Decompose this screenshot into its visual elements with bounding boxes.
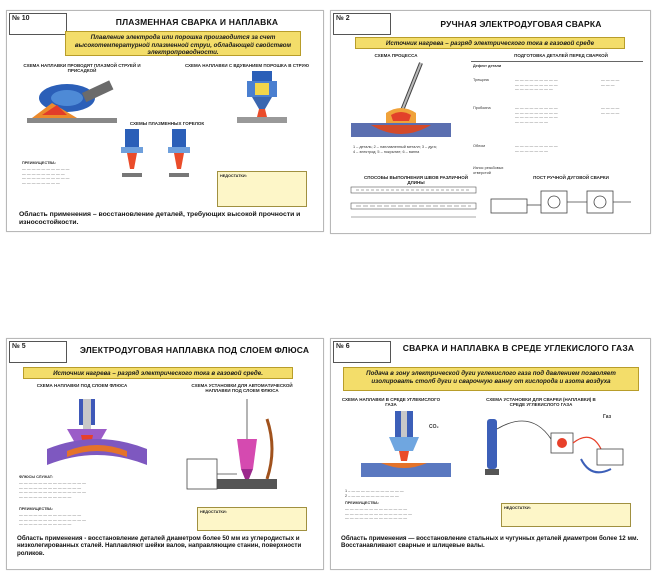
poster-footer: Область применения - восстановление дета…: [17, 535, 302, 557]
advantages-title: ПРЕИМУЩЕСТВА:: [19, 507, 53, 511]
poster-corner-label: № 6: [333, 341, 391, 363]
plasma-torch-diagram-left: [27, 80, 117, 123]
scheme-prep-caption: ПОДГОТОВКА ДЕТАЛЕЙ ПЕРЕД СВАРКОЙ: [514, 53, 608, 58]
torch-legend: 1 – — — — — — — — — — — —2 – — — — — — —…: [345, 489, 404, 498]
table-row: Пробоина: [473, 106, 491, 110]
advantages-text: — — — — — — — — — — — — —— — — — — — — —…: [345, 507, 412, 521]
table-row: Трещина: [473, 78, 489, 82]
poster-co2-welding: № 6 СВАРКА И НАПЛАВКА В СРЕДЕ УГЛЕКИСЛОГ…: [330, 338, 651, 570]
scheme-caption-left: СХЕМА НАПЛАВКИ ПРОВОДЯТ ПЛАЗМОЙ СТРУЕЙ И…: [23, 63, 141, 73]
submerged-arc-diagram: [47, 399, 147, 465]
scheme-caption-right: СХЕМА УСТАНОВКИ ДЛЯ СВАРКИ (НАПЛАВКИ) В …: [486, 397, 596, 407]
poster-title: ПЛАЗМЕННАЯ СВАРКА И НАПЛАВКА: [115, 17, 279, 27]
poster-corner-label: № 10: [9, 13, 67, 35]
scheme-caption-left: СХЕМА НАПЛАВКИ ПОД СЛОЕМ ФЛЮСА: [36, 383, 128, 388]
scheme-caption-center: СХЕМЫ ПЛАЗМЕННЫХ ГОРЕЛОК: [129, 121, 205, 126]
scheme-caption-left: СХЕМА НАПЛАВКИ В СРЕДЕ УГЛЕКИСЛОГО ГАЗА: [341, 397, 441, 407]
poster-submerged-arc-surfacing: № 5 ЭЛЕКТРОДУГОВАЯ НАПЛАВКА ПОД СЛОЕМ ФЛ…: [6, 338, 324, 570]
process-legend: 1 – деталь; 2 – наплавленный металл; 3 –…: [353, 145, 437, 154]
automatic-surfacing-installation: [186, 399, 277, 490]
flux-title: ФЛЮСЫ СЛУЖАТ:: [19, 475, 54, 479]
prep-table: Дефект детали Трещина Пробоина Облом Изн…: [471, 61, 643, 179]
scheme-seams-caption: СПОСОБЫ ВЫПОЛНЕНИЯ ШВОВ РАЗЛИЧНОЙ ДЛИНЫ: [364, 175, 468, 185]
poster-banner: Подача в зону электрической дуги углекис…: [343, 367, 639, 391]
plasma-powder-diagram-right: [237, 71, 287, 123]
poster-plasma-welding: № 10 ПЛАЗМЕННАЯ СВАРКА И НАПЛАВКА Плавле…: [6, 10, 324, 232]
poster-title: РУЧНАЯ ЭЛЕКТРОДУГОВАЯ СВАРКА: [440, 19, 602, 29]
poster-corner-label: № 2: [333, 13, 391, 35]
advantages-text: — — — — — — — — — — — — —— — — — — — — —…: [19, 513, 86, 527]
scheme-post-caption: ПОСТ РУЧНОЙ ДУГОВОЙ СВАРКИ: [533, 175, 609, 180]
poster-manual-arc-welding: № 2 РУЧНАЯ ЭЛЕКТРОДУГОВАЯ СВАРКА Источни…: [330, 10, 651, 234]
seam-schemes-diagram: [350, 186, 477, 218]
table-row: Облом: [473, 144, 485, 148]
gas-label: Газ: [603, 414, 612, 420]
co2-label: CO₂: [429, 424, 439, 430]
poster-footer: Область применения – восстановление дета…: [19, 211, 301, 226]
table-row: Дефект детали: [473, 64, 502, 68]
poster-footer: Область применения — восстановление стал…: [341, 535, 639, 550]
scheme-caption-right: СХЕМА УСТАНОВКИ ДЛЯ АВТОМАТИЧЕСКОЙ НАПЛА…: [191, 383, 293, 393]
plasma-torch-schemes: [121, 129, 190, 177]
disadvantages-box: НЕДОСТАТКИ:: [501, 503, 631, 527]
co2-torch-diagram: [361, 411, 451, 477]
arc-welding-process-diagram: [351, 62, 451, 137]
advantages-title: ПРЕИМУЩЕСТВА:: [345, 501, 379, 505]
poster-banner: Плавление электрода или порошка производ…: [65, 31, 301, 56]
poster-banner: Источник нагрева – разряд электрического…: [23, 367, 293, 379]
scheme-process-caption: СХЕМА ПРОЦЕССА: [374, 53, 418, 58]
table-row: Износ резьбовых отверстий: [473, 166, 504, 175]
disadvantages-box: НЕДОСТАТКИ:: [217, 171, 307, 207]
poster-title: ЭЛЕКТРОДУГОВАЯ НАПЛАВКА ПОД СЛОЕМ ФЛЮСА: [79, 345, 310, 355]
poster-corner-label: № 5: [9, 341, 67, 363]
scheme-caption-right: СХЕМА НАПЛАВКИ С ВДУВАНИЕМ ПОРОШКА В СТР…: [184, 63, 310, 68]
advantages-text: — — — — — — — — — —— — — — — — — — —— — …: [22, 167, 70, 185]
poster-banner: Источник нагрева – разряд электрического…: [355, 37, 625, 49]
welding-post-diagram: [490, 190, 631, 214]
disadvantages-box: НЕДОСТАТКИ:: [197, 507, 307, 531]
flux-text: — — — — — — — — — — — — — —— — — — — — —…: [19, 481, 86, 499]
advantages-title: ПРЕИМУЩЕСТВА:: [22, 161, 56, 165]
poster-title: СВАРКА И НАПЛАВКА В СРЕДЕ УГЛЕКИСЛОГО ГА…: [402, 343, 635, 353]
co2-installation-diagram: [485, 419, 624, 475]
